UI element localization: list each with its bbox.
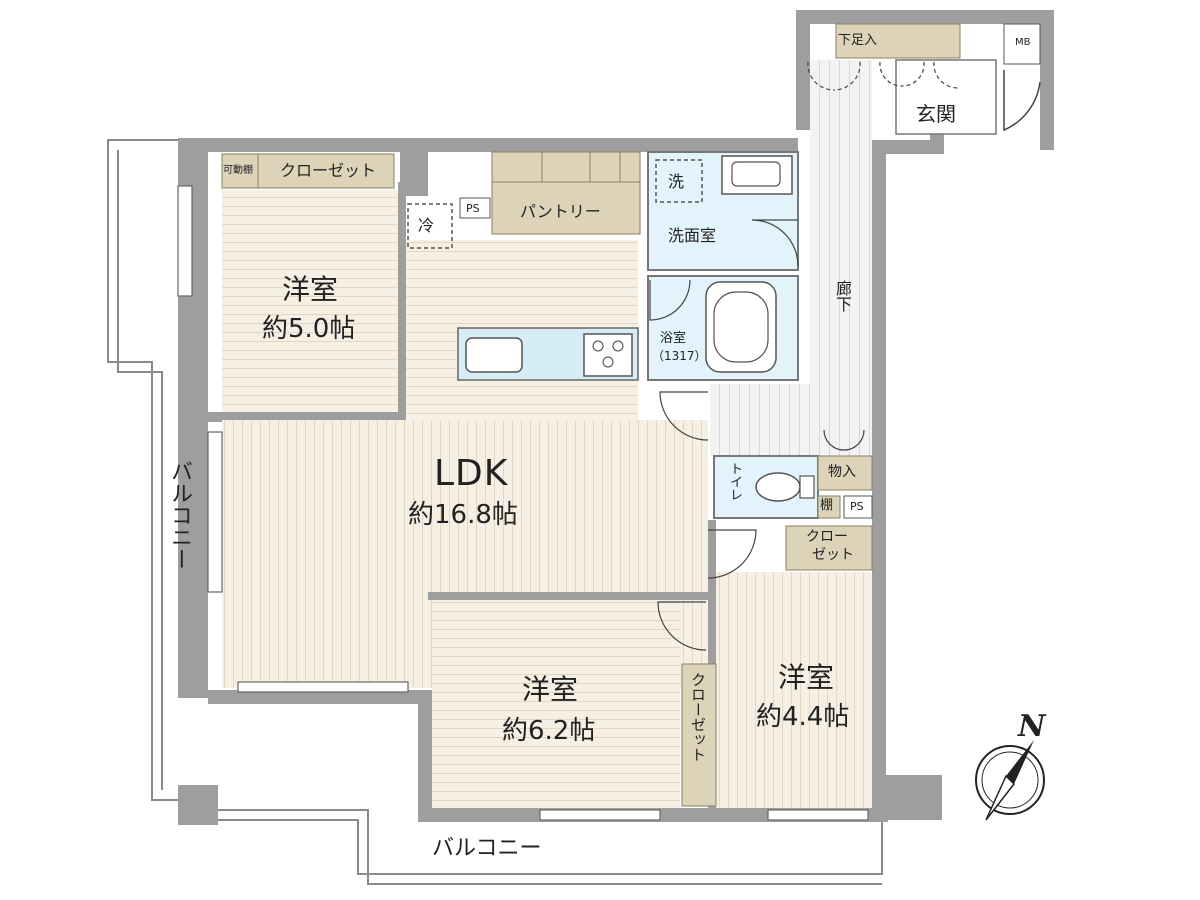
bathroom-size: （1317） <box>652 349 707 363</box>
western-room-1-name: 洋室 <box>282 273 339 306</box>
pantry-label: パントリー <box>520 202 601 221</box>
balcony-south-label: バルコニー <box>432 836 542 861</box>
western-room-3-name: 洋室 <box>778 661 835 694</box>
compass-icon <box>975 740 1045 821</box>
ldk-size: 約16.8帖 <box>408 500 518 530</box>
hallway-name: 廊下 <box>833 280 852 312</box>
cooktop <box>583 333 633 377</box>
storage-room <box>817 455 873 491</box>
pantry-shelves <box>492 152 640 183</box>
washer-label: 洗 <box>668 172 685 191</box>
movable-shelf-label: 可動棚 <box>223 165 253 176</box>
pantry <box>491 151 641 235</box>
western-room-2-size: 約6.2帖 <box>502 716 596 746</box>
closet-vertical-label: クローゼット <box>689 672 707 762</box>
western-room-2-name: 洋室 <box>522 673 579 706</box>
western-room-3-size: 約4.4帖 <box>756 702 850 732</box>
movable-shelf <box>221 153 259 189</box>
balcony-west-label: バルコニー <box>167 460 192 570</box>
closet-small-label-2: ゼット <box>812 547 854 563</box>
storage-room-label: 物入 <box>828 464 856 480</box>
toilet-tank <box>799 475 815 499</box>
washroom-door-swing <box>751 219 799 267</box>
western-room-3-floor <box>716 572 872 808</box>
toilet-bowl <box>755 472 801 502</box>
ps-kitchen-label: PS <box>466 202 480 215</box>
western-room-2-floor <box>432 600 680 808</box>
shoe-box <box>835 23 961 59</box>
hallway-lower-floor <box>710 384 810 456</box>
closet-small-label-1: クロー <box>806 529 848 545</box>
ldk-name: LDK <box>434 453 509 494</box>
bathroom-name: 浴室 <box>660 331 687 346</box>
kitchen-sink <box>465 337 523 373</box>
entrance-floor <box>895 59 997 135</box>
closet-top <box>257 153 395 189</box>
mb-label: MB <box>1015 37 1031 48</box>
door-swings <box>657 391 865 651</box>
western-room-1-walls <box>208 182 406 422</box>
fridge-label: 冷 <box>418 216 435 235</box>
shelf-label: 棚 <box>820 498 834 513</box>
burner-3-icon <box>602 356 614 368</box>
washroom-name: 洗面室 <box>668 226 717 245</box>
entrance-name: 玄関 <box>916 102 956 126</box>
hallway-floor <box>810 60 872 456</box>
shoe-box-label: 下足入 <box>838 33 878 48</box>
bathroom-door-swing <box>649 279 691 321</box>
closet-vertical <box>681 663 717 807</box>
windows <box>177 185 869 821</box>
ps-toilet-box <box>843 495 873 519</box>
fridge-space <box>407 203 453 249</box>
shelf-box <box>817 495 841 519</box>
balcony-outline <box>107 139 883 885</box>
mb-box <box>1003 23 1041 65</box>
western-room-1-floor <box>222 190 398 412</box>
closet-top-label: クローゼット <box>280 161 377 180</box>
ps-toilet-label: PS <box>850 500 864 513</box>
compass-north-label: N <box>1018 709 1046 744</box>
western-room-2-wall-top <box>428 592 708 600</box>
burner-2-icon <box>612 340 624 352</box>
western-room-1-size: 約5.0帖 <box>262 314 356 344</box>
bathtub-inner <box>713 291 769 363</box>
toilet-name: トイレ <box>727 462 742 501</box>
outer-walls <box>178 10 1054 825</box>
shoe-box-doors <box>807 61 959 91</box>
burner-1-icon <box>592 340 604 352</box>
washer-space <box>655 159 703 203</box>
ps-kitchen-box <box>459 197 491 219</box>
wash-basin-bowl <box>731 161 781 187</box>
closet-small <box>785 525 873 571</box>
entrance-door-swing[interactable] <box>1003 70 1041 132</box>
